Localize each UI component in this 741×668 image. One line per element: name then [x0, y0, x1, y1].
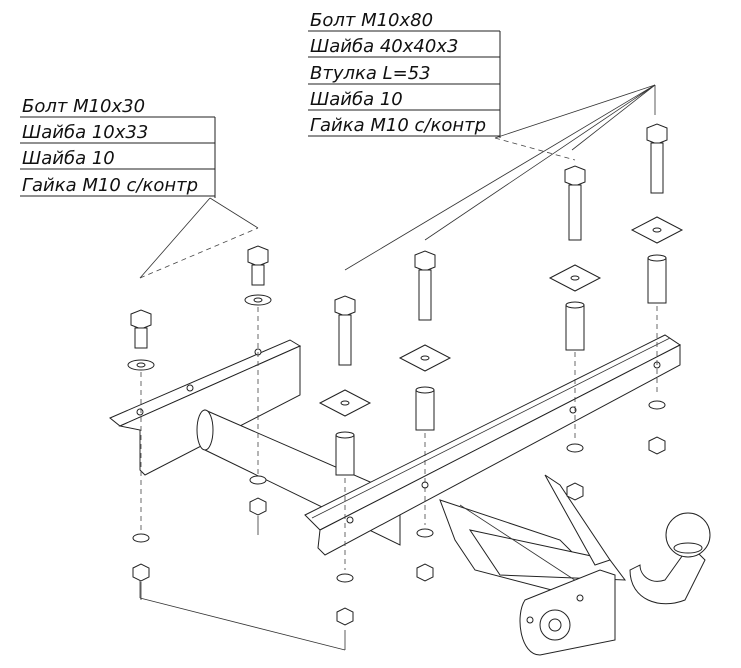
callout-top-item: Шайба 10 — [310, 89, 403, 110]
bolt-stack-right-2 — [398, 250, 452, 582]
hitch-frame — [439, 474, 627, 601]
bolt-stack-right-4 — [630, 123, 684, 455]
callout-left-item: Болт М10х30 — [22, 96, 145, 117]
callout-top-item: Болт М10х80 — [310, 10, 433, 31]
callout-top-item: Втулка L=53 — [310, 63, 431, 84]
callout-top: Болт М10х80 Шайба 40х40х3 Втулка L=53 Ша… — [308, 10, 656, 271]
left-bracket — [109, 339, 302, 476]
callout-left: Болт М10х30 Шайба 10х33 Шайба 10 Гайка М… — [20, 96, 259, 279]
callout-left-item: Гайка М10 с/контр — [22, 175, 198, 196]
bolt-stack-left-1 — [127, 309, 155, 600]
callout-top-item: Гайка М10 с/контр — [310, 115, 486, 136]
cross-beam — [304, 334, 681, 556]
bolt-stack-right-3 — [548, 165, 602, 501]
assembly-outline — [139, 580, 346, 651]
bolt-stack-right-1 — [318, 295, 372, 626]
callout-top-item: Шайба 40х40х3 — [310, 36, 458, 57]
callout-left-item: Шайба 10х33 — [22, 122, 148, 143]
callout-left-item: Шайба 10 — [22, 148, 115, 169]
tow-ball — [629, 512, 711, 605]
bolt-stack-left-2 — [244, 245, 272, 535]
socket-plate — [519, 569, 616, 656]
